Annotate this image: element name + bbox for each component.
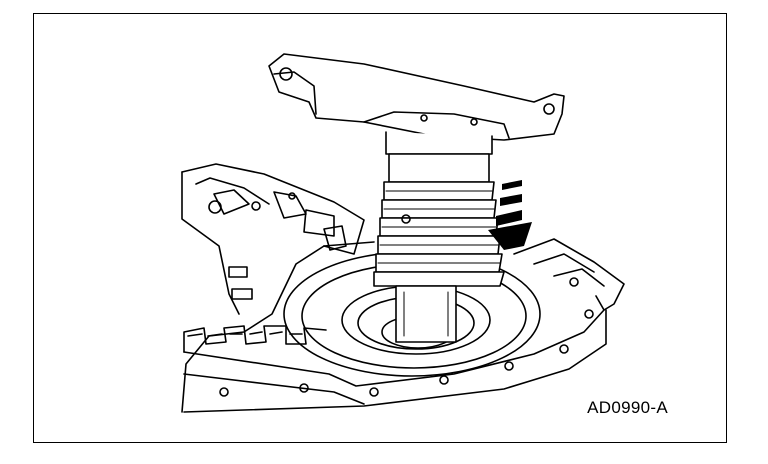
pump-assembly <box>268 53 565 343</box>
figure-frame: AD0990-A <box>33 13 727 443</box>
figure-label: AD0990-A <box>587 398 668 417</box>
transmission-case <box>181 163 625 413</box>
installation-direction-arrow <box>488 180 532 250</box>
transmission-illustration <box>181 53 625 413</box>
